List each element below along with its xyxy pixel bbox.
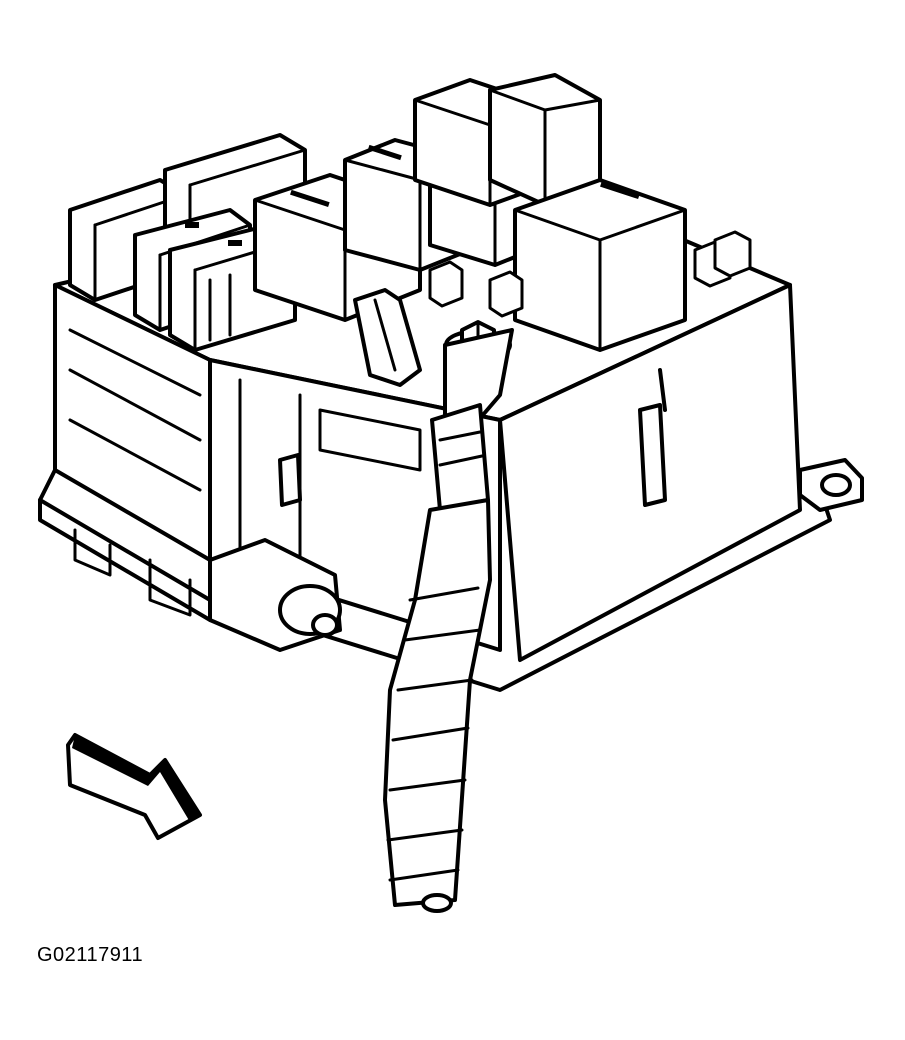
side-stud xyxy=(208,368,667,652)
battery-cable xyxy=(383,328,514,913)
retaining-clip xyxy=(353,288,422,387)
mounting-ear xyxy=(798,458,864,512)
figure-id-label: G02117911 xyxy=(37,944,144,966)
relay-group xyxy=(68,73,752,387)
relay-right-large xyxy=(513,178,687,352)
small-fuses-right xyxy=(428,230,752,318)
direction-arrow-icon xyxy=(66,733,202,840)
